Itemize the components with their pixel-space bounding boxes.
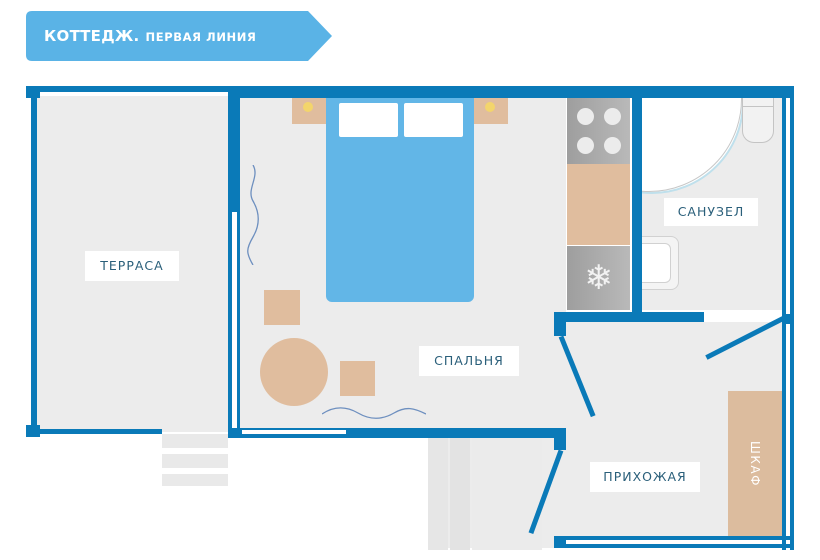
stove [567,98,630,164]
curtain-icon [322,407,426,419]
room-label-bedroom: СПАЛЬНЯ [419,346,519,376]
bedroom-left-wall [228,86,240,212]
bedroom-bottom-wall [228,428,566,438]
terrace-corner [26,425,40,437]
hall-top-wall [554,312,704,322]
burner-icon [577,137,594,154]
house-top-wall [228,86,794,98]
banner-subtitle: ПЕРВАЯ ЛИНИЯ [145,30,257,44]
banner-title: КОТТЕДЖ. [44,27,140,45]
terrace-corner [26,86,40,98]
terrace-top-wall [27,86,232,92]
entry-step [450,438,470,550]
fridge [567,246,630,310]
toilet-tank-line [742,106,774,107]
burner-icon [577,108,594,125]
wardrobe [728,391,782,536]
wardrobe-label: ШКАФ [748,441,762,487]
room-label-terrace: ТЕРРАСА [85,251,179,281]
bedroom-left-wall-inner [237,212,240,438]
entry-step [428,438,448,550]
bath-left-wall [632,86,642,322]
terrace-step [162,454,228,468]
chair [340,361,375,396]
right-wall-joint [782,314,794,324]
hall-top-corner [554,312,566,336]
curtain-icon [247,165,259,265]
room-label-hallway: ПРИХОЖАЯ [590,462,700,492]
hall-bottom-wall-2 [554,544,794,548]
burner-icon [604,108,621,125]
burner-icon [604,137,621,154]
countertop [567,164,630,245]
terrace-bottom-wall [27,429,162,434]
bedroom-bottom-corner [554,428,566,450]
chair [264,290,300,325]
banner-text: КОТТЕДЖ. ПЕРВАЯ ЛИНИЯ [44,11,256,61]
hall-bottom-corner [554,536,566,548]
terrace-left-wall [31,86,37,436]
bedroom-window [242,430,346,434]
terrace-step [162,434,228,448]
lamp-icon [485,102,495,112]
sink-basin [642,243,671,283]
lamp-icon [303,102,313,112]
round-table [260,338,328,406]
hall-bottom-wall [554,536,794,540]
pillow [404,103,463,137]
bedroom-left-wall-thin [228,212,232,438]
terrace-step [162,474,228,486]
banner-shape [26,11,332,61]
pillow [339,103,398,137]
toilet [742,98,774,143]
room-label-bathroom: САНУЗЕЛ [664,198,758,226]
title-banner: КОТТЕДЖ. ПЕРВАЯ ЛИНИЯ [26,11,332,61]
snowflake-icon: ❄ [584,258,613,298]
